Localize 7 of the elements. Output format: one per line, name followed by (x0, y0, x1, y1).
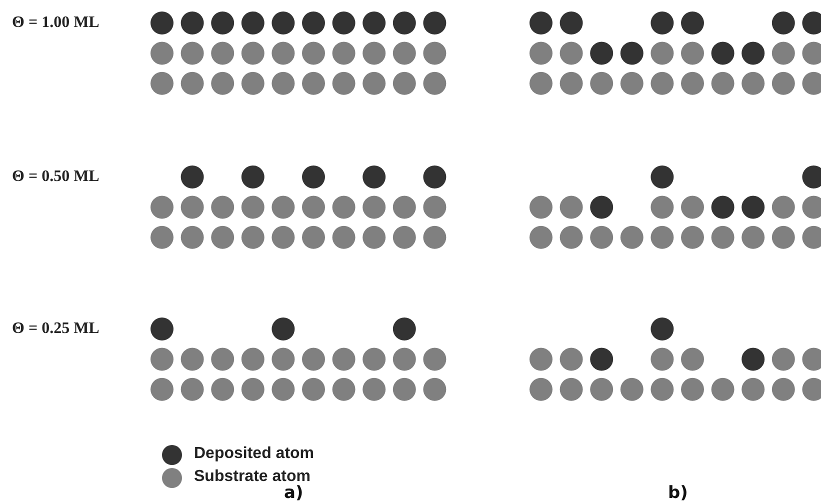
panel-label: b) (668, 483, 688, 503)
panel-label: a) (284, 483, 304, 503)
coverage-label: Θ = 0.50 ML (12, 168, 100, 186)
legend-label: Substrate atom (194, 468, 310, 485)
legend-label: Deposited atom (194, 445, 314, 463)
coverage-label: Θ = 1.00 ML (12, 14, 100, 32)
coverage-label: Θ = 0.25 ML (12, 320, 100, 338)
